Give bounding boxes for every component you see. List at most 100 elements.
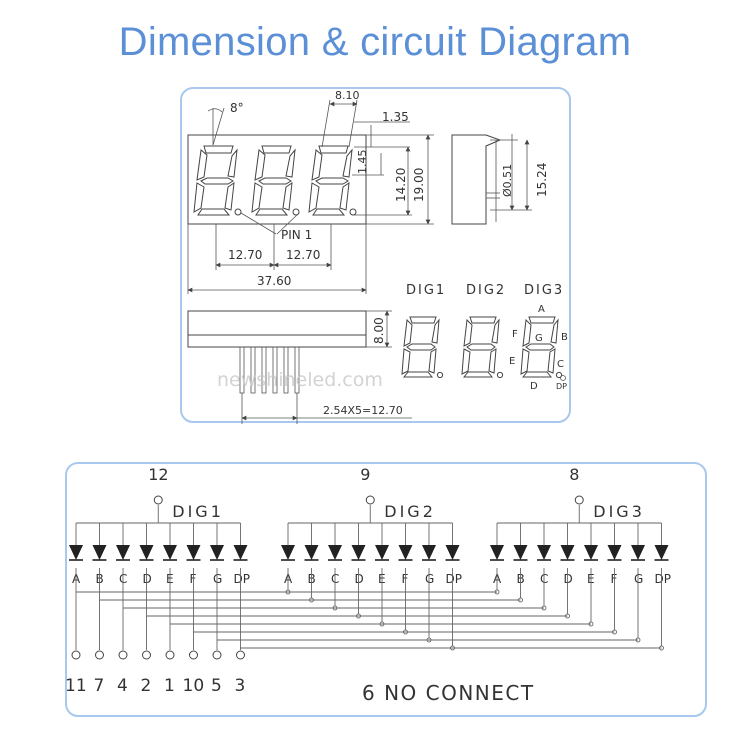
segment-letter: A (72, 572, 81, 586)
anode-pin (574, 495, 584, 505)
segment-letter: A (493, 572, 502, 586)
led-diode (210, 545, 224, 560)
front-view: DIG1 DIG2 DIG3 A B C D E F G DP (401, 283, 568, 392)
led-diode (375, 545, 389, 560)
anode-pin-number: 9 (360, 465, 370, 484)
cathode-pin-number: 1 (164, 676, 175, 696)
led-diode (163, 545, 177, 560)
led-diode (328, 545, 342, 560)
segment-letter: D (355, 572, 364, 586)
anode-pin (365, 495, 375, 505)
front-letter-b: B (561, 332, 568, 343)
led-diode (186, 545, 201, 560)
dim-body-height: 19.00 (412, 168, 426, 202)
no-connect-note: 6 NO CONNECT (362, 681, 535, 705)
front-letter-g: G (535, 333, 543, 344)
led-diode (398, 545, 413, 560)
dim-seg-width: 8.10 (335, 89, 360, 102)
anode-pin (153, 495, 163, 505)
dim-angle: 8° (230, 101, 244, 115)
top-view-digit (193, 145, 242, 216)
cathode-pin-number: 5 (211, 676, 222, 696)
digit-label: DIG1 (172, 502, 224, 521)
front-letter-a: A (538, 304, 545, 315)
segment-letter: D (143, 572, 152, 586)
front-letter-c: C (557, 359, 564, 370)
segment-letter: G (634, 572, 643, 586)
cathode-pin (189, 650, 198, 660)
dim-pitch-a: 12.70 (228, 248, 262, 262)
cathode-pin-number: 7 (94, 676, 105, 696)
dim-pin-dia: Ø0.51 (501, 164, 514, 197)
led-diode (631, 545, 645, 560)
led-diode (233, 545, 248, 560)
led-diode (351, 545, 366, 560)
led-diode (607, 545, 622, 560)
anode-pin-number: 8 (569, 465, 579, 484)
cathode-pin (95, 650, 104, 660)
led-diode (304, 545, 319, 560)
cathode-pin-number: 10 (183, 676, 205, 696)
side-view: Ø0.51 15.24 (451, 134, 549, 225)
front-dig2-label: DIG2 (466, 283, 506, 298)
anode-pin-number: 12 (148, 465, 168, 484)
dim-pin1: PIN 1 (281, 228, 312, 242)
cathode-pin (118, 650, 128, 660)
cathode-pin (71, 650, 81, 660)
led-diode (281, 545, 295, 560)
segment-letter: A (284, 572, 293, 586)
bottom-view: 2.54X5=12.70 8.00 (187, 310, 412, 424)
dim-digit-height: 14.20 (394, 168, 408, 202)
dim-pin-pitch: 2.54X5=12.70 (323, 404, 403, 417)
led-diode (116, 545, 130, 560)
cathode-pin (165, 650, 175, 660)
front-letter-f: F (512, 329, 518, 340)
segment-letter: F (611, 572, 618, 586)
front-dig1-label: DIG1 (406, 283, 446, 298)
front-letter-d: D (530, 381, 538, 392)
segment-letter: DP (655, 572, 671, 586)
watermark: newshineled.com (217, 369, 383, 391)
led-diode (139, 545, 154, 560)
segment-letter: D (564, 572, 573, 586)
cathode-pin-number: 3 (235, 676, 246, 696)
circuit-panel (65, 462, 707, 717)
page-title: Dimension & circuit Diagram (118, 20, 632, 64)
dim-pitch-b: 12.70 (286, 248, 320, 262)
led-diode (445, 545, 460, 560)
led-diode (69, 545, 83, 560)
dim-side-height: 15.24 (535, 163, 549, 197)
dim-seg-thick: 1.35 (382, 110, 409, 124)
segment-letter: F (190, 572, 197, 586)
led-diode (490, 545, 504, 560)
segment-letter: G (425, 572, 434, 586)
led-diode (537, 545, 551, 560)
cathode-pin (142, 650, 151, 660)
cathode-pin (212, 650, 222, 660)
cathode-pin-number: 4 (117, 676, 128, 696)
dim-dp-size: 1.45 (356, 150, 369, 175)
led-diode (92, 545, 107, 560)
cathode-pin (236, 650, 245, 660)
led-diode (654, 545, 669, 560)
top-view: 8° 8.10 1.35 1.45 14.20 19.00 PIN 1 (187, 89, 434, 294)
front-dig3-label: DIG3 (524, 283, 564, 298)
led-diode (422, 545, 436, 560)
front-letter-e: E (509, 356, 515, 367)
digit-label: DIG2 (384, 502, 436, 521)
front-letter-dp: DP (556, 382, 567, 391)
segment-letter: DP (234, 572, 250, 586)
segment-letter: G (213, 572, 222, 586)
cathode-pin-number: 2 (141, 676, 152, 696)
segment-letter: F (402, 572, 409, 586)
led-diode (513, 545, 528, 560)
led-diode (560, 545, 575, 560)
led-diode (584, 545, 598, 560)
cathode-pin-number: 11 (65, 676, 87, 696)
dimension-panel (180, 87, 571, 423)
dim-total-width: 37.60 (257, 274, 291, 288)
front-digit (401, 316, 444, 379)
dim-depth: 8.00 (372, 317, 386, 344)
